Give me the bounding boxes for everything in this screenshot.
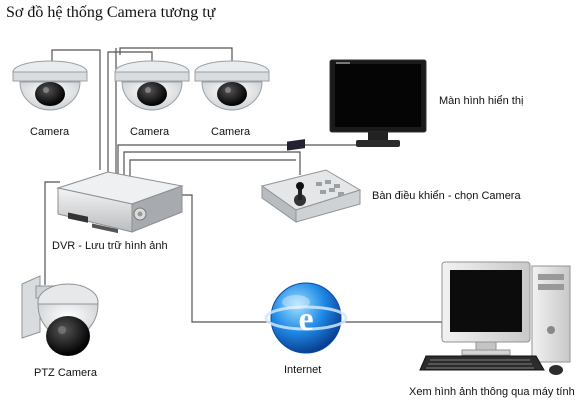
camera-1: [12, 60, 88, 111]
camera-2-label: Camera: [130, 126, 170, 138]
camera-3-label: Camera: [211, 126, 251, 138]
internet: e: [264, 282, 348, 354]
internet-label: Internet: [284, 364, 322, 376]
internet-globe-icon: e: [264, 282, 348, 354]
diagram-title: Sơ đồ hệ thống Camera tương tự: [6, 4, 216, 21]
camera-3: [194, 60, 270, 111]
dome-camera-icon: [194, 60, 270, 111]
controller-label: Bàn điều khiển - chọn Camera: [372, 190, 521, 202]
monitor-icon: [329, 59, 427, 147]
dome-camera-icon: [114, 60, 190, 111]
wire-dvr-monitor: [117, 133, 379, 175]
wire-dvr-controller: [123, 151, 301, 178]
desktop-computer-icon: [419, 261, 571, 375]
wire-ptz-dvr: [44, 181, 60, 285]
camera-1-label: Camera: [30, 126, 70, 138]
monitor: [329, 59, 427, 147]
camera-2: [114, 60, 190, 111]
dvr-label: DVR - Lưu trữ hình ảnh: [52, 240, 168, 252]
computer-label: Xem hình ảnh thông qua máy tính: [409, 386, 575, 398]
svg-text:e: e: [298, 301, 313, 338]
controller: [260, 139, 362, 223]
computer: [419, 261, 571, 375]
dvr-recorder-icon: [56, 171, 184, 234]
wire-dvr-controller-2: [129, 159, 296, 180]
ptz-camera-icon: [21, 275, 99, 356]
wire-internet-computer: [340, 321, 443, 338]
dome-camera-icon: [12, 60, 88, 111]
dvr-recorder: [56, 171, 184, 234]
keyboard-controller-icon: [260, 139, 362, 223]
ptz-camera-label: PTZ Camera: [34, 367, 97, 379]
monitor-label: Màn hình hiển thị: [439, 95, 524, 107]
ptz-camera: [21, 275, 99, 356]
